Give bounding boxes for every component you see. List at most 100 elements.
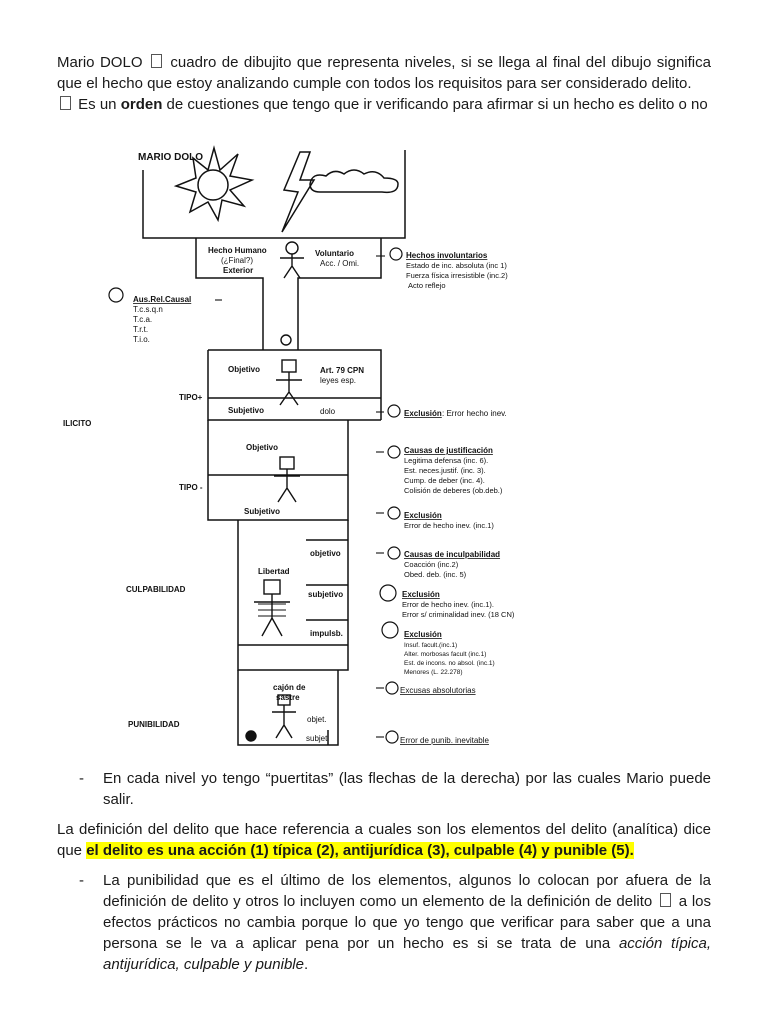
- intro-bold-orden: orden: [120, 96, 163, 113]
- hecho-humano-box: [195, 238, 382, 350]
- label-menores: Menores (L. 22.278): [404, 669, 463, 676]
- label-sastre: sastre: [276, 693, 300, 702]
- intro-mario-dolo: Mario DOLO: [57, 54, 143, 71]
- mario-prisoner-figure-small: [272, 694, 296, 739]
- smiley-icon-1: [389, 247, 403, 261]
- bullet-1: - En cada nivel yo tengo “puertitas” (la…: [57, 768, 711, 810]
- intro-text-1: cuadro de dibujito que representa nivele…: [57, 54, 711, 92]
- label-cajon-de: cajón de: [273, 683, 306, 692]
- lightning-icon: [281, 151, 316, 233]
- label-trt: T.r.t.: [133, 325, 148, 334]
- mario-figure-1: [280, 241, 304, 279]
- bullet-2-text-a: La punibilidad que es el último de los e…: [103, 872, 711, 910]
- mario-dolo-diagram: MARIO DOLO Hecho Humano (¿Final?) Exteri…: [63, 145, 515, 746]
- list-item: - En cada nivel yo tengo “puertitas” (la…: [57, 768, 711, 810]
- label-impulsb: impulsb.: [310, 629, 343, 638]
- label-error-hecho-inev: Error de hecho inev. (inc.1).: [402, 600, 494, 609]
- label-error-criminalidad: Error s/ criminalidad inev. (18 CN): [402, 610, 515, 619]
- label-culpabilidad: CULPABILIDAD: [126, 585, 186, 594]
- label-est-incons: Est. de incons. no absol. (inc.1): [404, 660, 495, 667]
- label-aus-rel-causal: Aus.Rel.Causal: [133, 295, 191, 304]
- label-coaccion: Coacción (inc.2): [404, 560, 459, 569]
- cloud-icon: [309, 169, 399, 194]
- label-obed-deb: Obed. deb. (inc. 5): [404, 570, 467, 579]
- label-est-neces: Est. neces.justif. (inc. 3).: [404, 466, 486, 475]
- label-acto-reflejo: Acto reflejo: [408, 281, 446, 290]
- diagram-title: MARIO DOLO: [138, 152, 203, 163]
- bullet-2-text-b: a los efectos prácticos no cambia porque…: [103, 893, 712, 952]
- label-ilicito: ILICITO: [63, 419, 91, 428]
- definition-text: La definición del delito que hace refere…: [57, 821, 711, 859]
- bullet-2: - La punibilidad que es el último de los…: [57, 870, 711, 975]
- definition-paragraph: La definición del delito que hace refere…: [57, 819, 711, 861]
- smiley-icon-4: [387, 445, 401, 459]
- label-objetivo-2: Objetivo: [246, 443, 278, 452]
- mario-figure-3: [274, 456, 300, 503]
- label-tipo-pos: TIPO+: [179, 393, 203, 402]
- label-subjetivo-2: Subjetivo: [244, 507, 280, 516]
- label-acc-omi: Acc. / Omi.: [320, 259, 359, 268]
- label-subjet: subjet: [306, 734, 328, 743]
- label-exclusion-2: Exclusión: [404, 511, 442, 520]
- tipo-neg-box: [207, 420, 349, 521]
- missing-glyph-icon: [150, 54, 162, 68]
- definition-highlight: el delito es una acción (1) típica (2), …: [86, 842, 634, 859]
- label-estado-inc: Estado de inc. absoluta (inc 1): [406, 261, 507, 270]
- label-causas-incul: Causas de inculpabilidad: [404, 550, 500, 559]
- label-exterior: Exterior: [223, 266, 253, 275]
- label-fuerza-fisica: Fuerza física irresistible (inc.2): [406, 271, 508, 280]
- label-exclusion-1: Exclusión: [404, 409, 442, 418]
- ball-and-chain-icon: [245, 730, 257, 742]
- smiley-icon-7: [379, 584, 397, 602]
- mario-figure-2: [276, 359, 302, 406]
- label-art79: Art. 79 CPN: [320, 366, 364, 375]
- label-exclusion-4: Exclusión: [404, 630, 442, 639]
- intro-text-2a: Es un: [78, 96, 117, 113]
- label-voluntario: Voluntario: [315, 249, 354, 258]
- label-libertad: Libertad: [258, 567, 290, 576]
- label-tipo-neg: TIPO -: [179, 483, 203, 492]
- label-subjetivo-3: subjetivo: [308, 590, 343, 599]
- label-insuf: Insuf. facult.(inc.1): [404, 642, 457, 649]
- mario-prisoner-figure: [254, 579, 290, 637]
- intro-text-2b: de cuestiones que tengo que ir verifican…: [166, 96, 708, 113]
- bullet-dash: -: [79, 872, 84, 889]
- label-objetivo-3: objetivo: [310, 549, 341, 558]
- label-causas-just: Causas de justificación: [404, 446, 493, 455]
- smiley-icon-5: [387, 506, 401, 520]
- label-cump-deber: Cump. de deber (inc. 4).: [404, 476, 485, 485]
- label-colision: Colisión de deberes (ob.deb.): [404, 486, 503, 495]
- label-final: (¿Final?): [221, 256, 253, 265]
- label-exclusion-1-text: : Error hecho inev.: [442, 409, 507, 418]
- smiley-icon-9: [385, 681, 399, 695]
- label-legitima: Legitima defensa (inc. 6).: [404, 456, 488, 465]
- label-tio: T.i.o.: [133, 335, 150, 344]
- label-exclusion-2-text: Error de hecho inev. (inc.1): [404, 521, 494, 530]
- label-tca: T.c.a.: [133, 315, 152, 324]
- label-leyes-esp: leyes esp.: [320, 376, 356, 385]
- label-hechos-involuntarios: Hechos involuntarios: [406, 251, 488, 260]
- smiley-icon-10: [385, 730, 399, 744]
- label-tcsqn: T.c.s.q.n: [133, 305, 163, 314]
- label-objet: objet.: [307, 715, 327, 724]
- smiley-icon-6: [387, 546, 401, 560]
- punibilidad-box: [237, 670, 339, 746]
- face-icon-1: [280, 334, 292, 346]
- sun-rays-icon: [173, 145, 255, 223]
- label-subjetivo-1: Subjetivo: [228, 406, 264, 415]
- top-frame: [142, 150, 406, 239]
- label-error-punib: Error de punib. inevitable: [400, 736, 489, 745]
- label-hecho-humano: Hecho Humano: [208, 246, 267, 255]
- missing-glyph-icon: [60, 96, 71, 110]
- label-objetivo-1: Objetivo: [228, 365, 260, 374]
- smiley-icon-3: [387, 404, 401, 418]
- list-item: - La punibilidad que es el último de los…: [57, 870, 711, 975]
- missing-glyph-icon: [660, 893, 671, 907]
- smiley-icon-8: [381, 621, 399, 639]
- culpabilidad-box: [237, 520, 349, 671]
- label-punibilidad: PUNIBILIDAD: [128, 720, 180, 729]
- smiley-icon-2: [108, 287, 124, 303]
- intro-paragraph: Mario DOLO cuadro de dibujito que repres…: [57, 52, 711, 115]
- bullet-2-italic: acción típica, antijurídica, culpable y …: [103, 935, 712, 973]
- bullet-2-text-c: .: [303, 956, 309, 973]
